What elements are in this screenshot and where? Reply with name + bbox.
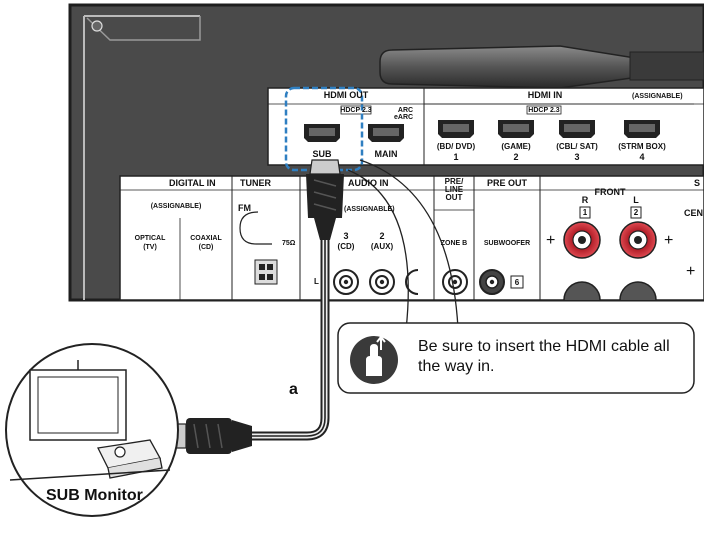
front-l-label: L (633, 195, 639, 205)
hdcp-badge-in (526, 105, 562, 115)
digital-in-optical-label: OPTICAL (TV) (134, 235, 166, 251)
center-label: CEN (684, 208, 704, 218)
hdmi-out-hdcp-label: HDCP 2.3 (340, 107, 372, 114)
digital-in-title: DIGITAL IN (169, 178, 216, 188)
fm-antenna-symbol (239, 211, 272, 245)
tuner-ohm-label: 75Ω (282, 240, 296, 247)
hdmi-in-3-name: (CBL/ SAT) (556, 142, 598, 151)
hdmi-out-main-label: MAIN (374, 149, 398, 159)
rca-jack-audio-2[interactable] (369, 269, 395, 295)
front-l-plus-sign: + (664, 232, 674, 249)
audio-in-2-name: (AUX) (370, 242, 394, 251)
rca-jack-zone-b[interactable] (442, 269, 468, 295)
front-r-number-box (579, 206, 591, 219)
hdmi-in-2-name: (GAME) (501, 142, 531, 151)
hdmi-out-main-port[interactable] (368, 124, 404, 142)
audio-in-3-name: (CD) (337, 242, 355, 251)
hdmi-in-4-name: (STRM BOX) (618, 142, 666, 151)
hdmi-in-4-num: 4 (639, 152, 645, 162)
callout-pointer-right (359, 159, 459, 329)
next-section-letter: S (694, 178, 701, 188)
hdcp-badge-out (340, 105, 372, 115)
hdmi-out-sub-label: SUB (312, 149, 332, 159)
hdmi-cable (252, 240, 330, 441)
hdmi-in-title: HDMI IN (527, 90, 563, 100)
fm-terminal[interactable] (254, 259, 278, 285)
hdmi-in-3-num: 3 (574, 152, 580, 162)
front-r-label: R (581, 195, 589, 205)
pre-line-out-title: PRE/ LINE OUT (444, 177, 464, 202)
hdmi-out-sub-port[interactable] (304, 124, 340, 142)
audio-in-l-label: L (314, 277, 319, 286)
front-l-number-box (630, 206, 642, 219)
audio-in-3-num: 3 (343, 231, 349, 241)
subwoofer-number: 6 (514, 278, 520, 287)
callout-box (337, 322, 695, 394)
lower-board (119, 175, 704, 301)
hdmi-in-2-port[interactable] (498, 120, 534, 138)
rca-jack-audio-1[interactable] (405, 269, 419, 295)
front-r-number: 1 (582, 208, 588, 217)
tuner-fm-label: FM (238, 203, 251, 213)
front-title: FRONT (594, 187, 626, 197)
pre-out-title: PRE OUT (486, 178, 528, 188)
callout-text: Be sure to insert the HDMI cable all the… (418, 338, 670, 375)
subwoofer-label: SUBWOOFER (483, 240, 531, 247)
hdmi-plug-receiver-end (306, 159, 344, 240)
tuner-title: TUNER (240, 178, 271, 188)
hdmi-ports (304, 120, 660, 142)
hdmi-in-2-num: 2 (513, 152, 519, 162)
rca-jack-audio-3[interactable] (333, 269, 359, 295)
hdmi-in-1-num: 1 (453, 152, 459, 162)
speaker-terminal-front-l[interactable] (619, 221, 657, 259)
rca-jack-subwoofer[interactable] (479, 269, 505, 295)
hdmi-in-1-name: (BD/ DVD) (436, 142, 476, 151)
sub-monitor-label: SUB Monitor (46, 487, 143, 504)
digital-in-assignable: (ASSIGNABLE) (150, 203, 202, 210)
hdmi-in-4-port[interactable] (624, 120, 660, 138)
wifi-antenna (379, 45, 704, 89)
hdmi-in-1-port[interactable] (438, 120, 474, 138)
speaker-terminal-black-r[interactable] (563, 281, 601, 301)
center-plus-sign: + (686, 263, 696, 280)
audio-in-2-num: 2 (379, 231, 385, 241)
sub-monitor-illustration (5, 343, 179, 517)
digital-in-coaxial-label: COAXIAL (CD) (190, 235, 222, 251)
audio-in-title: AUDIO IN (348, 178, 389, 188)
subwoofer-number-box (510, 275, 524, 289)
speaker-terminal-black-l[interactable] (619, 281, 657, 301)
hdmi-in-assignable: (ASSIGNABLE) (632, 93, 683, 100)
front-r-plus-sign: + (546, 232, 556, 249)
hdmi-out-arc-label: ARC eARC (394, 107, 414, 121)
hdmi-plug-monitor-end (171, 418, 252, 454)
audio-in-assignable: (ASSIGNABLE) (344, 206, 395, 213)
hdmi-out-title: HDMI OUT (323, 90, 369, 100)
front-l-number: 2 (633, 208, 639, 217)
cable-label: a (289, 381, 298, 398)
hdmi-in-hdcp-label: HDCP 2.3 (528, 107, 560, 114)
callout-pointer-left (347, 169, 409, 331)
hdmi-in-3-port[interactable] (559, 120, 595, 138)
zone-b-label: ZONE B (440, 240, 468, 247)
speaker-terminal-front-r[interactable] (563, 221, 601, 259)
